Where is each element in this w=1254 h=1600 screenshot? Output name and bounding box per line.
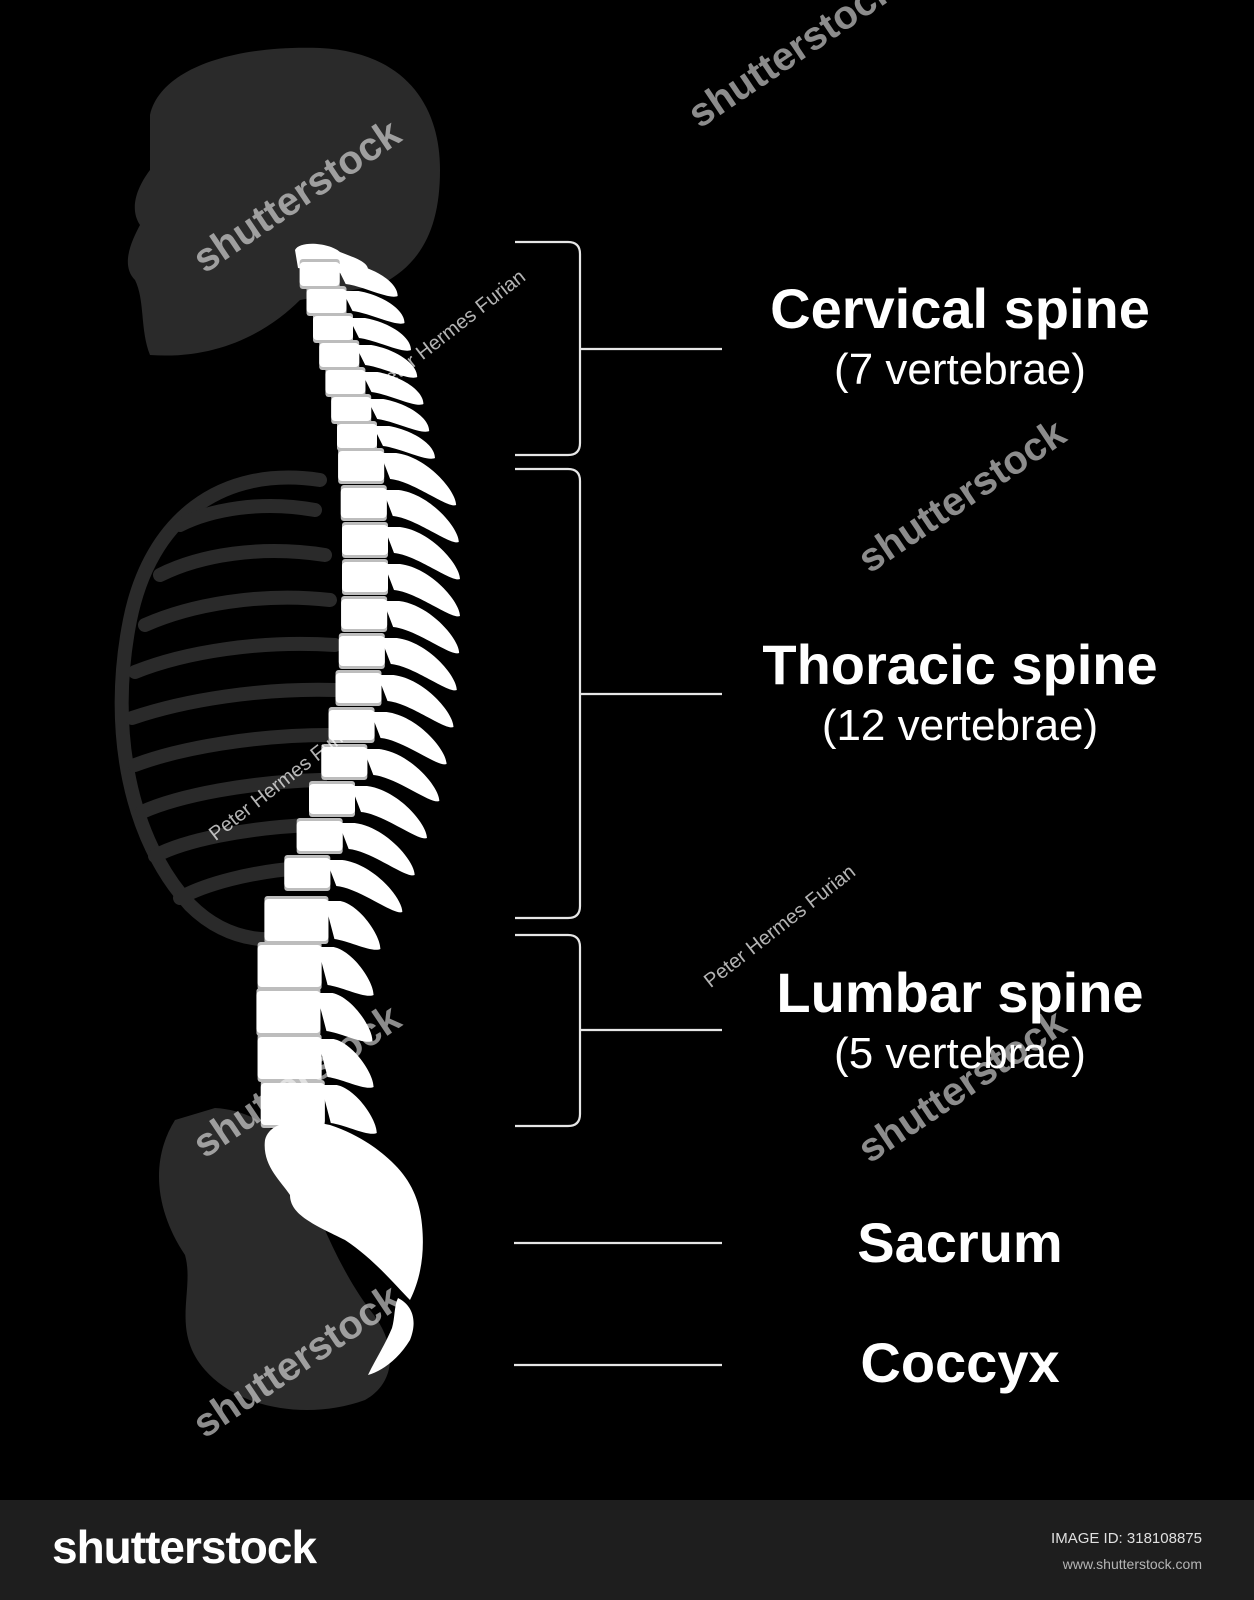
spinous-processes: [316, 264, 460, 1134]
vertebral-body: [284, 858, 331, 888]
vertebral-body: [331, 397, 372, 421]
spinous-process: [363, 749, 440, 802]
vertebral-body: [341, 599, 388, 629]
vertebral-body: [338, 451, 385, 481]
spinous-process: [349, 318, 411, 351]
spine-diagram: Cervical spine (7 vertebrae) Thoracic sp…: [114, 0, 1220, 1446]
ribcage-silhouette: [114, 470, 342, 947]
thoracic-name: Thoracic spine: [762, 633, 1158, 696]
cervical-label: Cervical spine (7 vertebrae): [700, 276, 1220, 398]
vertebral-body: [342, 562, 388, 592]
thoracic-count: (12 vertebrae): [821, 701, 1099, 750]
image-id-label: IMAGE ID:: [1051, 1530, 1123, 1547]
vertebral-body: [319, 343, 360, 367]
vertebral-body: [257, 1037, 322, 1079]
lumbar-name: Lumbar spine: [776, 961, 1144, 1024]
spinous-process: [351, 786, 427, 839]
spinous-process: [373, 426, 435, 459]
spinous-process: [316, 993, 373, 1042]
vertebral-body: [342, 525, 388, 555]
vertebral-body: [335, 673, 382, 703]
image-id: IMAGE ID: 318108875: [1051, 1530, 1202, 1547]
sacrum-shape: [264, 1121, 423, 1300]
vertebral-body: [338, 636, 385, 666]
spinous-process: [382, 490, 459, 543]
spinous-process: [326, 860, 403, 913]
vertebral-body: [337, 424, 377, 448]
spinous-process: [324, 901, 381, 950]
thoracic-bracket: [515, 467, 722, 920]
footer-url: www.shutterstock.com: [1062, 1556, 1202, 1572]
spinous-process: [384, 564, 460, 617]
spinous-process: [367, 399, 430, 432]
vertebral-body: [328, 710, 375, 740]
cervical-bracket: [515, 240, 722, 457]
spinous-process: [317, 1039, 374, 1088]
vertebral-body: [296, 821, 343, 851]
spinous-process: [377, 675, 454, 728]
vertebral-bodies: [256, 243, 388, 1128]
spinous-process: [317, 947, 374, 996]
spinous-process: [320, 1085, 377, 1134]
coccyx-shape: [368, 1298, 414, 1375]
vertebral-body: [264, 899, 329, 941]
spinous-process: [380, 453, 457, 506]
spinous-process: [355, 345, 418, 378]
spinous-process: [342, 291, 405, 324]
coccyx-label: Coccyx: [700, 1330, 1220, 1396]
spinous-process: [380, 638, 457, 691]
spinous-process: [384, 527, 460, 580]
vertebral-body: [309, 784, 355, 814]
cervical-name: Cervical spine: [770, 277, 1150, 340]
lumbar-label: Lumbar spine (5 vertebrae): [700, 960, 1220, 1082]
spinous-process: [383, 601, 460, 654]
spinous-process: [370, 712, 447, 765]
sacrum-label: Sacrum: [700, 1210, 1220, 1276]
vertebral-body: [313, 316, 353, 340]
spinous-process: [338, 823, 415, 876]
diagram-canvas: [114, 47, 722, 1410]
vertebral-body: [299, 262, 340, 286]
lumbar-bracket: [515, 933, 722, 1128]
pelvis-silhouette: [158, 1108, 390, 1410]
thoracic-label: Thoracic spine (12 vertebrae): [700, 632, 1220, 754]
cervical-count: (7 vertebrae): [834, 345, 1086, 394]
vertebral-body: [260, 1083, 325, 1125]
footer-bar: shutterstock IMAGE ID: 318108875 www.shu…: [0, 1500, 1254, 1600]
coccyx-name: Coccyx: [860, 1331, 1060, 1394]
spinous-process: [361, 372, 424, 405]
vertebral-body: [340, 488, 387, 518]
footer-brand-logo: shutterstock: [52, 1521, 317, 1573]
vertebral-body: [325, 370, 366, 394]
vertebral-body: [321, 747, 368, 777]
spinous-process: [335, 264, 398, 297]
sacrum-name: Sacrum: [857, 1211, 1063, 1274]
vertebral-body: [256, 991, 321, 1033]
lumbar-count: (5 vertebrae): [834, 1029, 1086, 1078]
image-id-value: 318108875: [1126, 1530, 1202, 1547]
vertebral-body: [306, 289, 347, 313]
vertebral-body: [257, 945, 322, 987]
